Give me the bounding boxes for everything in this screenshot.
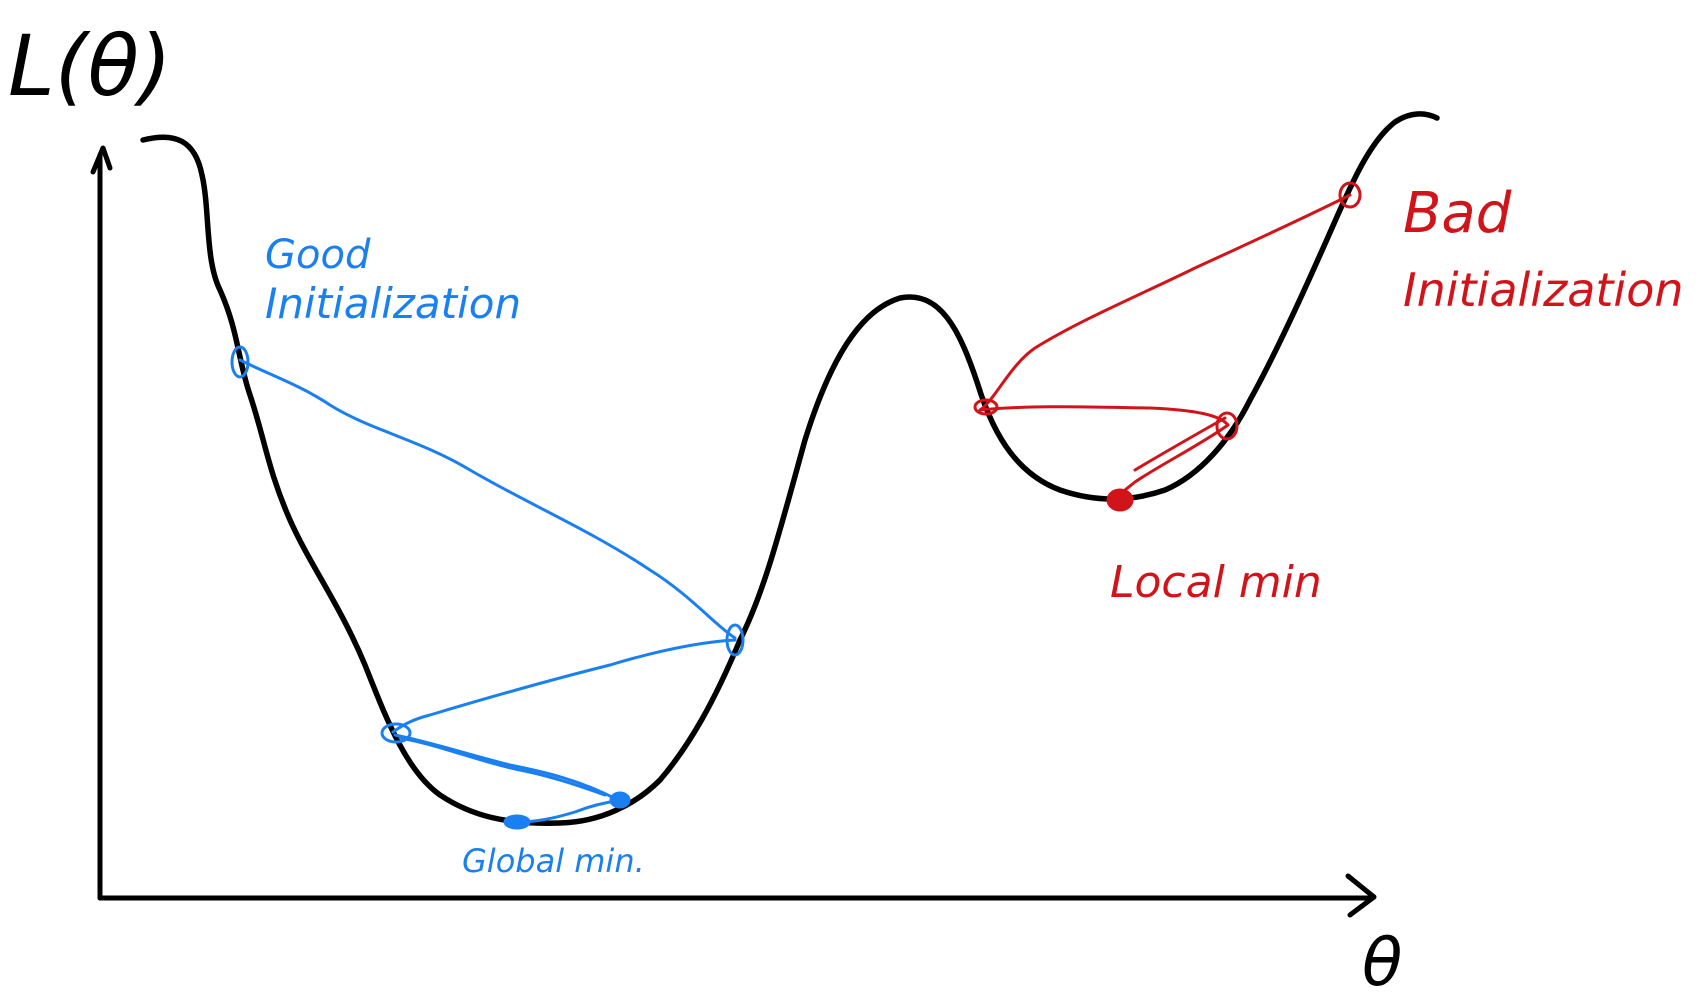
x-axis-label: θ	[1362, 924, 1402, 1000]
bad-step-2	[978, 405, 1230, 427]
bad-init-point	[1338, 181, 1362, 209]
good-step-3b	[398, 736, 607, 797]
good-label-line1: Good	[265, 232, 371, 278]
good-points	[230, 345, 745, 830]
bad-label-line2: Initialization	[1403, 263, 1684, 317]
good-step-1	[238, 358, 737, 640]
bad-point-2	[973, 398, 999, 416]
bad-step-1	[978, 193, 1352, 412]
good-init-point	[230, 345, 250, 379]
global-min-label: Global min.	[462, 842, 645, 880]
local-min-label: Local min	[1110, 557, 1322, 608]
good-step-4	[508, 798, 624, 825]
bad-points	[973, 181, 1362, 512]
good-point-3	[380, 722, 412, 744]
bad-point-3	[1215, 411, 1239, 441]
y-axis-arrowhead	[90, 145, 113, 175]
bad-descent-path	[978, 193, 1352, 502]
loss-curve	[140, 111, 1440, 827]
good-global-min-point	[503, 814, 531, 830]
good-step-2	[391, 638, 737, 734]
bad-local-min-point	[1106, 488, 1134, 512]
bad-step-3b	[1133, 416, 1227, 472]
good-descent-path	[238, 358, 737, 825]
y-axis-label: L(θ)	[8, 17, 172, 115]
x-axis-arrowhead	[1345, 873, 1377, 918]
good-point-4	[609, 791, 631, 809]
good-step-3	[393, 733, 620, 802]
axes	[90, 145, 1377, 918]
good-label-line2: Initialization	[265, 279, 521, 328]
good-point-2	[725, 623, 745, 657]
bad-label-line1: Bad	[1403, 181, 1512, 246]
